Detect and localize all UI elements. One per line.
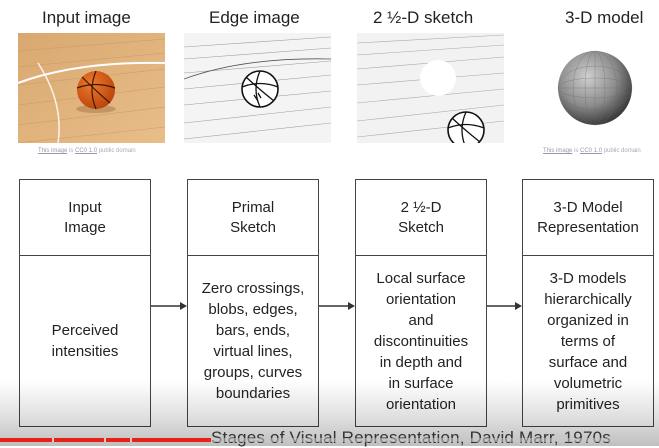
model-image	[530, 33, 640, 143]
model-label: 3-D model	[565, 8, 644, 27]
stage-title: Input Image	[20, 180, 150, 256]
chapter-marker	[104, 438, 106, 442]
stage-description: 3-D models hierarchically organized in t…	[544, 269, 632, 413]
stage-title: 3-D Model Representation	[523, 180, 653, 256]
stage-input-image: Input Image Perceived intensities	[19, 179, 151, 427]
chapter-marker	[130, 438, 132, 442]
stage-primal-sketch: Primal Sketch Zero crossings, blobs, edg…	[187, 179, 319, 427]
sketch-label: 2 ½-D sketch	[373, 8, 474, 27]
input-image-label: Input image	[42, 8, 131, 27]
stage-description: Local surface orientation and discontinu…	[373, 269, 469, 413]
input-image	[18, 33, 165, 143]
arrow-1	[151, 302, 187, 310]
sketch-image	[357, 33, 504, 143]
edge-image-label: Edge image	[209, 8, 300, 27]
stage-3d-model: 3-D Model Representation 3-D models hier…	[522, 179, 654, 427]
stage-title: 2 ½-D Sketch	[356, 180, 486, 256]
input-image-credit: This image is CC0 1.0 public domain	[38, 148, 136, 154]
license-link[interactable]: CC0 1.0	[75, 148, 98, 154]
arrow-3	[487, 302, 522, 310]
stage-2-5d-sketch: 2 ½-D Sketch Local surface orientation a…	[355, 179, 487, 427]
chapter-marker	[52, 438, 54, 442]
model-image-credit: This image is CC0 1.0 public domain	[543, 148, 641, 154]
arrow-2	[319, 302, 355, 310]
license-link-2[interactable]: CC0 1.0	[580, 148, 603, 154]
stage-title: Primal Sketch	[188, 180, 318, 256]
credit-link-2[interactable]: This image	[543, 148, 573, 154]
video-progress-bar[interactable]	[0, 438, 659, 442]
credit-link[interactable]: This image	[38, 148, 68, 154]
stage-description: Zero crossings, blobs, edges, bars, ends…	[201, 280, 305, 402]
edge-image	[184, 33, 331, 143]
slide-caption: Stages of Visual Representation, David M…	[211, 428, 611, 448]
stage-description: Perceived intensities	[51, 322, 119, 360]
